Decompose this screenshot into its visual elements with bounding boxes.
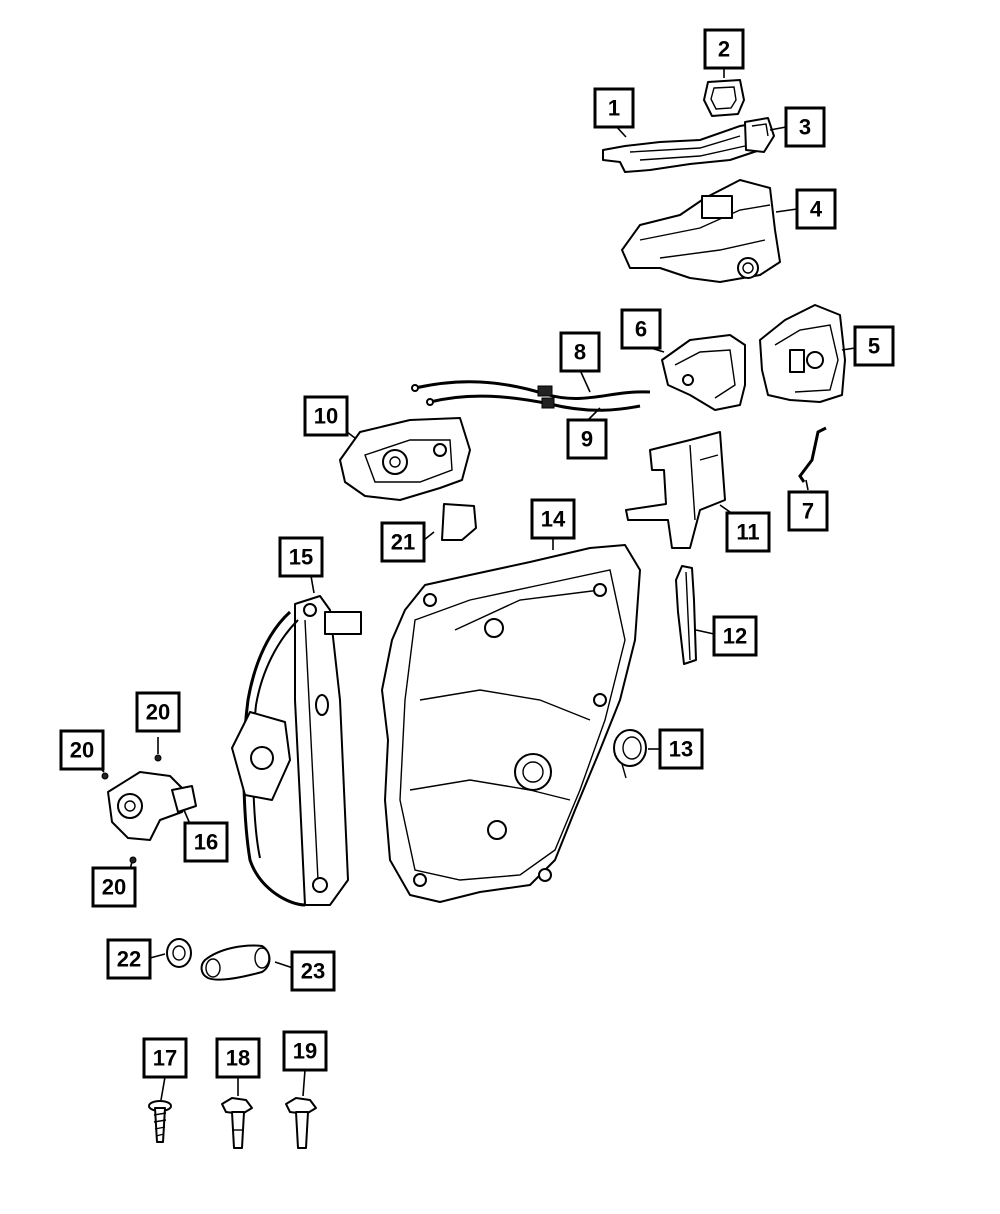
callout-2-label: 2 (718, 37, 730, 62)
callout-20-left: 20 (59, 729, 105, 771)
part-cables (411, 380, 651, 412)
callout-18: 18 (215, 1037, 261, 1079)
part-access-plug (613, 729, 647, 779)
callout-20-top-label: 20 (146, 700, 170, 725)
callout-12: 12 (712, 615, 758, 657)
callout-12-label: 12 (723, 624, 747, 649)
part-window-motor (107, 771, 197, 841)
part-window-regulator (231, 595, 362, 907)
callout-17-label: 17 (153, 1046, 177, 1071)
part-seal-strip (675, 565, 697, 665)
callout-2: 2 (703, 28, 745, 70)
part-latch-shield (661, 334, 746, 411)
part-link-rod (798, 426, 827, 483)
part-bolt-18 (221, 1097, 253, 1149)
callout-6-label: 6 (635, 317, 647, 342)
callout-18-label: 18 (226, 1046, 250, 1071)
callout-23-label: 23 (301, 959, 325, 984)
callout-21-label: 21 (391, 530, 415, 555)
part-trim-cap (441, 503, 477, 541)
part-sleeve (200, 944, 271, 981)
callout-9: 9 (566, 418, 608, 460)
callout-20-bottom: 20 (91, 866, 137, 908)
callout-3: 3 (784, 106, 826, 148)
part-grommet (166, 938, 192, 968)
callout-11: 11 (725, 511, 771, 553)
callout-22: 22 (106, 938, 152, 980)
callout-5: 5 (853, 325, 895, 367)
callout-19: 19 (282, 1030, 328, 1072)
callout-1-label: 1 (608, 96, 620, 121)
callout-1: 1 (593, 87, 635, 129)
callout-20-top: 20 (135, 691, 181, 733)
callout-7: 7 (787, 490, 829, 532)
part-screws (101, 754, 162, 864)
part-screw-17 (148, 1100, 172, 1143)
callout-9-label: 9 (581, 427, 593, 452)
callout-10-label: 10 (314, 404, 338, 429)
callout-19-label: 19 (293, 1039, 317, 1064)
part-interior-handle (339, 417, 471, 501)
part-handle-bracket (621, 179, 781, 283)
part-door-latch (759, 304, 846, 403)
part-bolt-19 (285, 1097, 317, 1149)
callout-4: 4 (795, 188, 837, 230)
callout-15-label: 15 (289, 545, 313, 570)
callout-14-label: 14 (541, 507, 566, 532)
callout-20-left-label: 20 (70, 738, 94, 763)
callout-14: 14 (530, 498, 576, 540)
callout-21: 21 (380, 521, 426, 563)
callout-11-label: 11 (736, 520, 759, 545)
callout-3-label: 3 (799, 115, 811, 140)
callout-17: 17 (142, 1037, 188, 1079)
callout-23: 23 (290, 950, 336, 992)
callout-10: 10 (303, 395, 349, 437)
callout-16-label: 16 (194, 830, 218, 855)
callout-7-label: 7 (802, 499, 814, 524)
callout-13: 13 (658, 728, 704, 770)
part-latch-bracket (625, 431, 726, 549)
part-handle-cap (744, 117, 775, 153)
callout-20-bottom-label: 20 (102, 875, 126, 900)
callout-15: 15 (278, 536, 324, 578)
callout-22-label: 22 (117, 947, 141, 972)
part-door-module-carrier (381, 544, 641, 903)
callout-6: 6 (620, 308, 662, 350)
part-bezel-gasket (703, 79, 745, 117)
callout-8-label: 8 (574, 340, 586, 365)
callout-4-label: 4 (810, 197, 823, 222)
callout-13-label: 13 (669, 737, 693, 762)
callout-5-label: 5 (868, 334, 880, 359)
callout-16: 16 (183, 821, 229, 863)
callout-8: 8 (559, 331, 601, 373)
